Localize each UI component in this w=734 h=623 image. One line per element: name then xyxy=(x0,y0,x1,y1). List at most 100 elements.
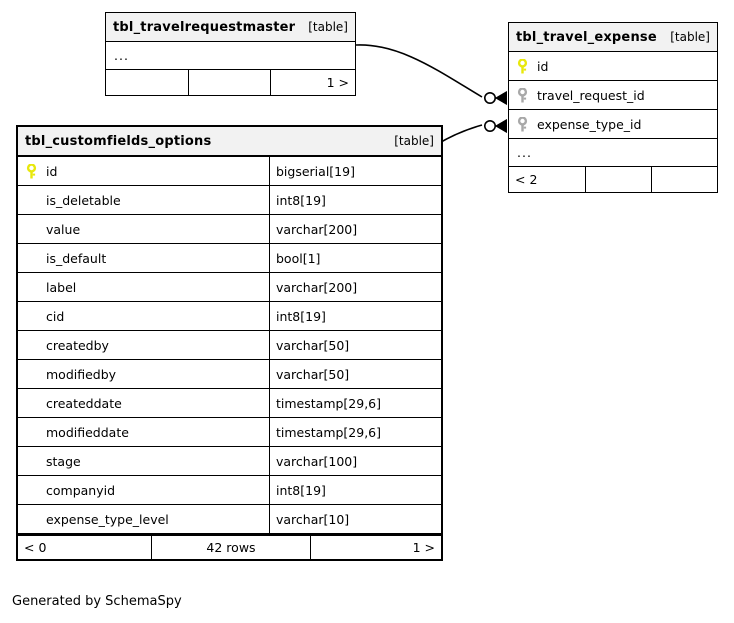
cardinality-zero-marker xyxy=(483,92,496,105)
table-kind-label: [table] xyxy=(394,134,434,148)
foreign-key-icon xyxy=(517,87,537,103)
table-row[interactable]: stage varchar[100] xyxy=(18,447,441,476)
column-cell: companyid xyxy=(18,476,269,504)
column-type-label: int8[19] xyxy=(276,192,326,208)
column-cell: is_deletable xyxy=(18,186,269,214)
table-row[interactable]: label varchar[200] xyxy=(18,273,441,302)
column-cell: id xyxy=(18,157,269,185)
foreign-key-icon xyxy=(517,116,537,132)
column-cell: createddate xyxy=(18,389,269,417)
table-row[interactable]: createdby varchar[50] xyxy=(18,331,441,360)
column-name: is_default xyxy=(46,250,107,266)
table-footer: < 2 xyxy=(509,167,717,192)
table-footer: < 0 42 rows 1 > xyxy=(18,534,441,559)
relationship-line-travelrequestmaster xyxy=(355,44,483,98)
table-kind-label: [table] xyxy=(670,30,710,44)
table-row[interactable]: expense_type_level varchar[10] xyxy=(18,505,441,534)
column-name: travel_request_id xyxy=(537,87,645,103)
cardinality-zero-marker xyxy=(483,120,496,133)
column-name: modifiedby xyxy=(46,366,117,382)
primary-key-icon xyxy=(26,163,46,179)
column-cell: is_default xyxy=(18,244,269,272)
column-name: expense_type_id xyxy=(537,116,642,132)
table-row[interactable]: travel_request_id xyxy=(509,81,717,110)
collapsed-columns-indicator: ... xyxy=(509,139,717,167)
table-row[interactable]: createddate timestamp[29,6] xyxy=(18,389,441,418)
collapsed-columns-indicator: ... xyxy=(106,42,355,70)
column-type: int8[19] xyxy=(269,186,441,214)
column-cell: modifiedby xyxy=(18,360,269,388)
table-header: tbl_customfields_options [table] xyxy=(18,127,441,157)
column-type: varchar[200] xyxy=(269,273,441,301)
column-name: stage xyxy=(46,453,81,469)
table-row[interactable]: expense_type_id xyxy=(509,110,717,139)
column-type: varchar[10] xyxy=(269,505,441,533)
column-type-label: varchar[50] xyxy=(276,366,350,382)
column-type-label: int8[19] xyxy=(276,482,326,498)
column-name: modifieddate xyxy=(46,424,129,440)
column-name: cid xyxy=(46,308,65,324)
footer-prev-link[interactable]: < 2 xyxy=(515,172,538,187)
column-type-label: varchar[10] xyxy=(276,511,350,527)
table-title: tbl_travelrequestmaster xyxy=(113,19,296,35)
table-row[interactable]: value varchar[200] xyxy=(18,215,441,244)
column-type: varchar[50] xyxy=(269,331,441,359)
column-type: varchar[100] xyxy=(269,447,441,475)
column-type: timestamp[29,6] xyxy=(269,418,441,446)
table-tbl-travel-expense[interactable]: tbl_travel_expense [table] id xyxy=(508,22,718,193)
table-row[interactable]: is_deletable int8[19] xyxy=(18,186,441,215)
column-type-label: int8[19] xyxy=(276,308,326,324)
column-name: id xyxy=(537,58,549,74)
column-type-label: varchar[50] xyxy=(276,337,350,353)
footer-prev-link[interactable]: < 0 xyxy=(24,540,47,555)
table-tbl-travelrequestmaster[interactable]: tbl_travelrequestmaster [table] ... 1 > xyxy=(105,12,356,96)
column-type-label: timestamp[29,6] xyxy=(276,424,382,440)
column-type-label: varchar[200] xyxy=(276,221,358,237)
column-name: createddate xyxy=(46,395,122,411)
table-tbl-customfields-options[interactable]: tbl_customfields_options [table] id bigs… xyxy=(16,125,443,561)
footer-rowcount xyxy=(188,70,270,95)
column-type: bool[1] xyxy=(269,244,441,272)
column-cell: cid xyxy=(18,302,269,330)
table-row[interactable]: id bigserial[19] xyxy=(18,157,441,186)
primary-key-icon xyxy=(517,58,537,74)
table-row[interactable]: companyid int8[19] xyxy=(18,476,441,505)
column-name: id xyxy=(46,163,58,179)
column-name: label xyxy=(46,279,77,295)
footer-next-link[interactable]: 1 > xyxy=(310,536,441,559)
table-header: tbl_travelrequestmaster [table] xyxy=(106,13,355,42)
column-cell: expense_type_id xyxy=(509,110,717,138)
column-cell: id xyxy=(509,52,717,80)
column-type-label: timestamp[29,6] xyxy=(276,395,382,411)
table-footer: 1 > xyxy=(106,70,355,95)
table-title: tbl_customfields_options xyxy=(25,133,212,149)
column-name: is_deletable xyxy=(46,192,121,208)
column-type: int8[19] xyxy=(269,302,441,330)
column-type: varchar[50] xyxy=(269,360,441,388)
table-title: tbl_travel_expense xyxy=(516,29,657,45)
table-row[interactable]: id xyxy=(509,52,717,81)
column-cell: expense_type_level xyxy=(18,505,269,533)
column-cell: createdby xyxy=(18,331,269,359)
column-cell: label xyxy=(18,273,269,301)
footer-next-link[interactable]: 1 > xyxy=(270,70,355,95)
column-type-label: bigserial[19] xyxy=(276,163,355,179)
column-type-label: varchar[100] xyxy=(276,453,358,469)
column-cell: value xyxy=(18,215,269,243)
footer-next-link[interactable] xyxy=(651,167,717,192)
column-type: varchar[200] xyxy=(269,215,441,243)
table-row[interactable]: modifieddate timestamp[29,6] xyxy=(18,418,441,447)
column-type-label: bool[1] xyxy=(276,250,321,266)
column-type-label: varchar[200] xyxy=(276,279,358,295)
table-row[interactable]: is_default bool[1] xyxy=(18,244,441,273)
table-kind-label: [table] xyxy=(308,20,348,34)
column-type: bigserial[19] xyxy=(269,157,441,185)
crowsfoot-many-marker xyxy=(495,119,507,133)
table-row[interactable]: cid int8[19] xyxy=(18,302,441,331)
column-cell: travel_request_id xyxy=(509,81,717,109)
crowsfoot-many-marker xyxy=(495,91,507,105)
table-row[interactable]: modifiedby varchar[50] xyxy=(18,360,441,389)
footer-prev-link[interactable] xyxy=(106,70,188,95)
column-name: expense_type_level xyxy=(46,511,169,527)
